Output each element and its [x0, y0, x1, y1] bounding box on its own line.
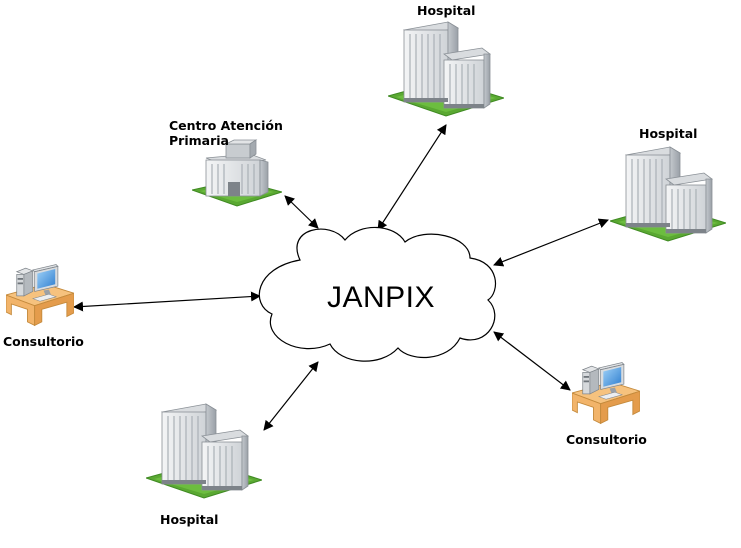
arrow-hospital-top [377, 124, 447, 231]
arrow-primary-care [284, 195, 319, 229]
arrow-hospital-bottom [263, 361, 319, 431]
janpix-cloud [258, 226, 496, 362]
hospital-right-label: Hospital [639, 126, 698, 141]
workstation-desk-icon [6, 264, 74, 326]
hospital-bottom-label: Hospital [160, 512, 219, 527]
arrow-consultorio-left [73, 291, 261, 312]
consultorio-right-label: Consultorio [566, 432, 647, 447]
hospital-top-label: Hospital [417, 3, 476, 18]
arrow-hospital-right [493, 218, 609, 267]
workstation-desk-icon [572, 362, 640, 424]
hospital-building-icon [146, 403, 262, 499]
clinic-building-icon [192, 139, 282, 207]
primary-care-label: Centro Atención Primaria [169, 118, 283, 148]
consultorio-left-label: Consultorio [3, 334, 84, 349]
janpix-label: JANPIX [327, 281, 436, 314]
hospital-building-icon [610, 146, 726, 242]
hospital-building-icon [388, 21, 504, 117]
arrow-consultorio-right [493, 331, 571, 391]
connection-arrows [73, 124, 609, 431]
